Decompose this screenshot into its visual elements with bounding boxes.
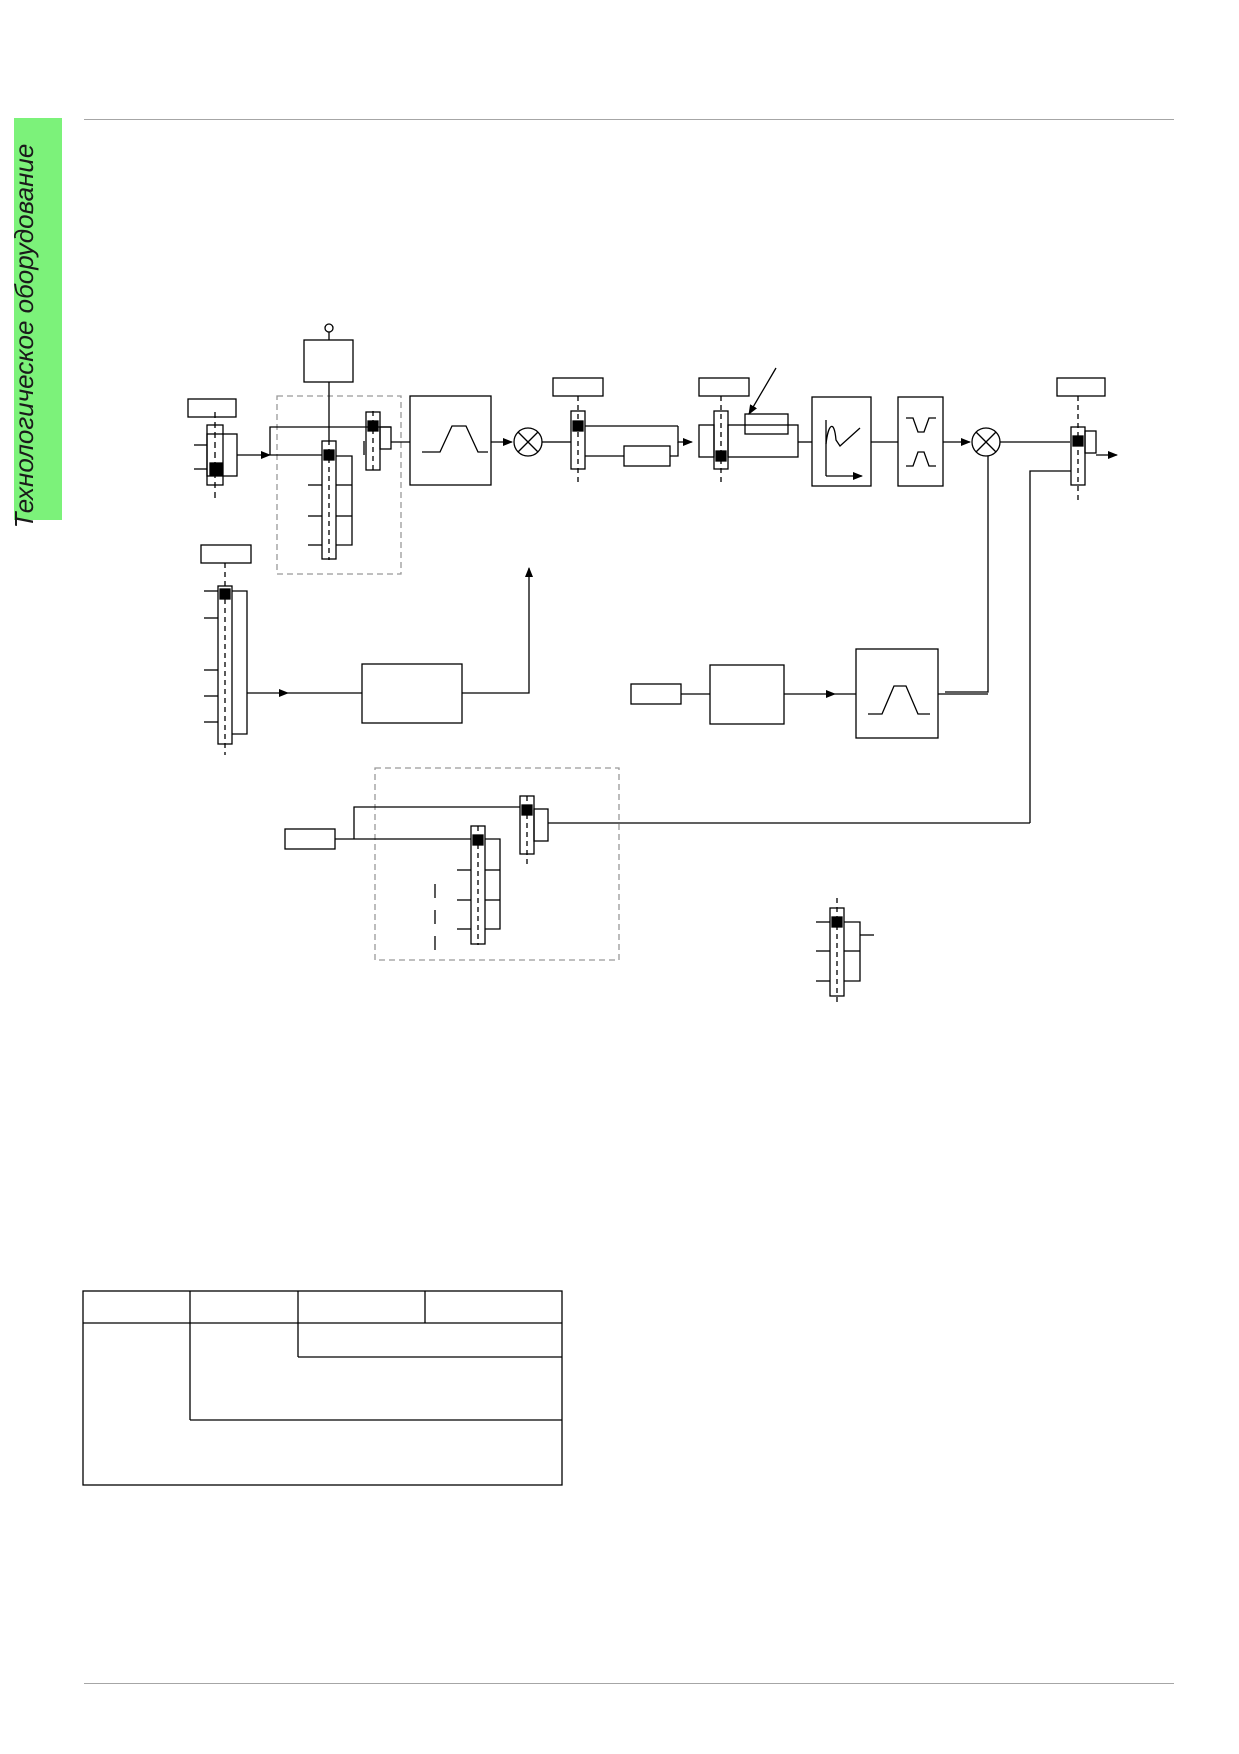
input-selector-switch bbox=[187, 398, 271, 500]
mode-switch-1 bbox=[552, 377, 693, 483]
header-rule bbox=[84, 119, 1174, 120]
response-curve-block bbox=[811, 396, 898, 487]
ramp-block bbox=[409, 395, 513, 486]
summing-junction-2 bbox=[945, 427, 1070, 693]
footer-rule bbox=[84, 1683, 1174, 1684]
aux-function-block bbox=[361, 663, 530, 724]
section-tab bbox=[14, 118, 62, 520]
multi-input-switch bbox=[200, 544, 362, 755]
reference-switch-group bbox=[269, 323, 410, 575]
mode-switch-2 bbox=[698, 367, 812, 483]
parameter-table bbox=[82, 1290, 563, 1486]
secondary-ramp-chain bbox=[630, 648, 988, 739]
output-switch bbox=[1029, 377, 1118, 823]
summing-junction-1 bbox=[513, 427, 557, 665]
limiter-block bbox=[897, 396, 971, 487]
legend-switch-symbol bbox=[816, 898, 874, 1004]
feedback-switch-group bbox=[284, 767, 1030, 961]
